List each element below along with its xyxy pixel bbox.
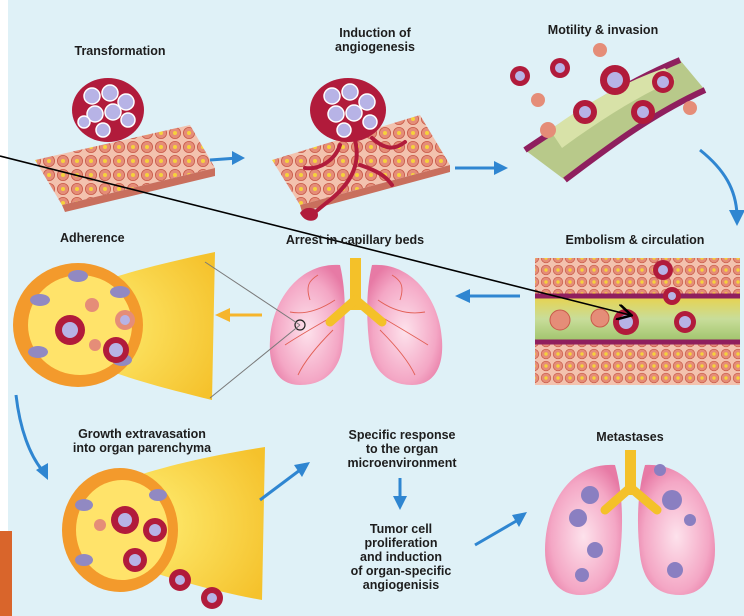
transformation-tissue	[35, 78, 215, 212]
label-response: Specific response to the organ microenvi…	[322, 428, 482, 470]
label-growth: Growth extravasation into organ parenchy…	[42, 427, 242, 455]
label-embolism: Embolism & circulation	[540, 233, 730, 247]
label-transformation: Transformation	[60, 44, 180, 58]
motility-invasion	[510, 43, 705, 180]
label-metastases: Metastases	[570, 430, 690, 444]
label-adherence: Adherence	[60, 231, 150, 245]
embolism-vessel	[535, 258, 740, 385]
label-angiogenesis: Induction of angiogenesis	[320, 26, 430, 54]
adherence-capillary	[13, 252, 300, 400]
lungs-metastases	[545, 450, 715, 595]
lungs-arrest	[270, 258, 442, 385]
tumor-cluster	[72, 78, 144, 142]
extravasation-capillary	[62, 447, 265, 609]
label-motility: Motility & invasion	[528, 23, 678, 37]
label-proliferation: Tumor cell proliferation and induction o…	[336, 522, 466, 592]
label-arrest: Arrest in capillary beds	[255, 233, 455, 247]
angiogenesis-tissue	[272, 78, 450, 221]
